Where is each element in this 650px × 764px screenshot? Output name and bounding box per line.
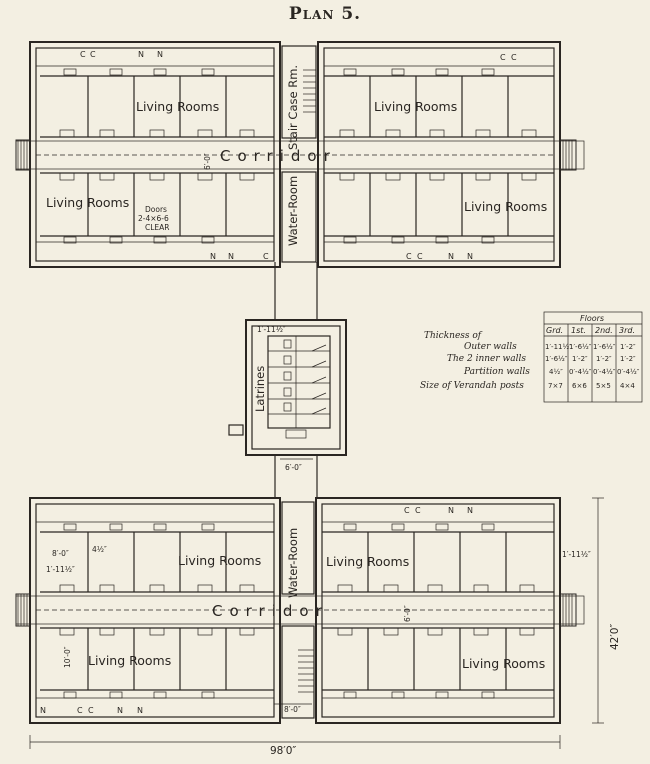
label-living-rooms-ul-top: Living Rooms <box>136 99 219 114</box>
label-stair-case-upper: Stair Case Rm. <box>286 65 300 150</box>
label-doors-1: Doors <box>145 205 167 214</box>
legend-cell: 6×6 <box>572 382 587 390</box>
dim-outer-wall: 1′-11½″ <box>46 565 75 574</box>
legend-cell: 1′-2″ <box>596 355 612 363</box>
lower-water-room <box>281 501 315 595</box>
mark-c: C <box>406 252 412 261</box>
dim-latrine-wall: 1′-11½″ <box>257 325 286 334</box>
label-living-rooms-ur-top: Living Rooms <box>374 99 457 114</box>
dim-outer-wall-right: 1′-11½″ <box>562 550 591 559</box>
legend-cell: 7×7 <box>548 382 563 390</box>
legend-col-2nd: 2nd. <box>595 326 613 335</box>
wall-thickness-legend: Floors Grd. 1st. 2nd. 3rd. Thickness of … <box>420 311 643 403</box>
legend-cell: 0′-4½″ <box>593 368 616 376</box>
label-living-rooms-ll-top: Living Rooms <box>178 553 261 568</box>
upper-stair-box <box>281 45 317 139</box>
upper-water-room <box>281 171 317 263</box>
mark-n: N <box>137 706 143 715</box>
mark-c: C <box>415 506 421 515</box>
label-living-rooms-lr-bottom: Living Rooms <box>462 656 545 671</box>
dim-corridor-upper: 6′-0″ <box>203 153 212 170</box>
dim-wall-half: 4½″ <box>92 545 107 554</box>
mark-n: N <box>467 252 473 261</box>
legend-cell: 0′-4½″ <box>617 368 640 376</box>
legend-cell: 1′-2″ <box>620 355 636 363</box>
label-living-rooms-ur-bottom: Living Rooms <box>464 199 547 214</box>
legend-cell: 1′-2″ <box>620 343 636 351</box>
mark-c: C <box>80 50 86 59</box>
latrine-block <box>228 319 347 456</box>
legend-cell: 1′-11½″ <box>545 343 572 351</box>
dim-room-depth: 10′-0″ <box>63 646 72 668</box>
label-water-room-upper: Water-Room <box>286 176 300 246</box>
legend-cell: 5×5 <box>596 382 611 390</box>
mark-c: C <box>263 252 269 261</box>
legend-row-label: Size of Verandah posts <box>420 381 524 391</box>
legend-cell: 1′-6½″ <box>593 343 616 351</box>
mark-n: N <box>448 506 454 515</box>
legend-row-label: Partition walls <box>463 367 530 377</box>
mark-n: N <box>448 252 454 261</box>
mark-n: N <box>157 50 163 59</box>
mark-n: N <box>138 50 144 59</box>
latrine-side-box <box>228 424 244 436</box>
lower-block <box>15 497 585 724</box>
mark-c: C <box>88 706 94 715</box>
mark-n: N <box>40 706 46 715</box>
mark-c: C <box>417 252 423 261</box>
dim-overall-width: 98′0″ <box>270 745 296 757</box>
dimension-lines <box>29 458 604 749</box>
mark-c: C <box>90 50 96 59</box>
mark-n: N <box>467 506 473 515</box>
upper-block <box>15 41 585 268</box>
mark-c: C <box>404 506 410 515</box>
label-corridor-upper: Corridor <box>220 147 337 165</box>
legend-cell: 0′-4½″ <box>569 368 592 376</box>
legend-header: Floors <box>580 314 604 323</box>
label-living-rooms-ll-bottom: Living Rooms <box>88 653 171 668</box>
legend-cell: 1′-6½″ <box>545 355 568 363</box>
room-labels: Living Rooms Living Rooms Living Rooms L… <box>46 99 547 671</box>
mark-n: N <box>210 252 216 261</box>
mark-n: N <box>228 252 234 261</box>
label-water-room-lower: Water-Room <box>286 528 300 598</box>
connecting-passage <box>274 262 318 498</box>
label-living-rooms-ul-bottom: Living Rooms <box>46 195 129 210</box>
legend-cell: 1′-2″ <box>572 355 588 363</box>
legend-col-grd: Grd. <box>546 326 563 335</box>
label-living-rooms-lr-top: Living Rooms <box>326 554 409 569</box>
legend-col-3rd: 3rd. <box>619 326 635 335</box>
legend-cell: 4½″ <box>549 368 563 376</box>
mark-c: C <box>500 53 506 62</box>
mark-c: C <box>511 53 517 62</box>
label-latrines: Latrines <box>253 366 267 412</box>
mark-c: C <box>77 706 83 715</box>
legend-row-label: Outer walls <box>464 342 517 352</box>
legend-cell: 1′-6½″ <box>569 343 592 351</box>
label-doors-3: CLEAR <box>145 223 170 232</box>
dim-overall-depth: 42′0″ <box>609 624 621 650</box>
dim-stair-width: 8′-0″ <box>284 705 301 714</box>
legend-row-label: Thickness of <box>424 331 483 341</box>
legend-cell: 4×4 <box>620 382 635 390</box>
page-title: Plan 5. <box>288 4 362 24</box>
label-corridor-lower: Corridor <box>212 602 329 620</box>
legend-row-label: The 2 inner walls <box>447 354 526 364</box>
dim-latrine-passage: 6′-0″ <box>285 463 302 472</box>
dim-room-width: 8′-0″ <box>52 549 69 558</box>
mark-n: N <box>117 706 123 715</box>
label-doors-2: 2-4×6-6 <box>138 214 169 223</box>
lower-stair-box <box>281 625 315 719</box>
legend-col-1st: 1st. <box>571 326 586 335</box>
closet-marks: C C N N C C N N C C C N N C C N N N C C … <box>40 50 517 715</box>
dim-corridor-lower: 6′-0″ <box>403 605 412 622</box>
